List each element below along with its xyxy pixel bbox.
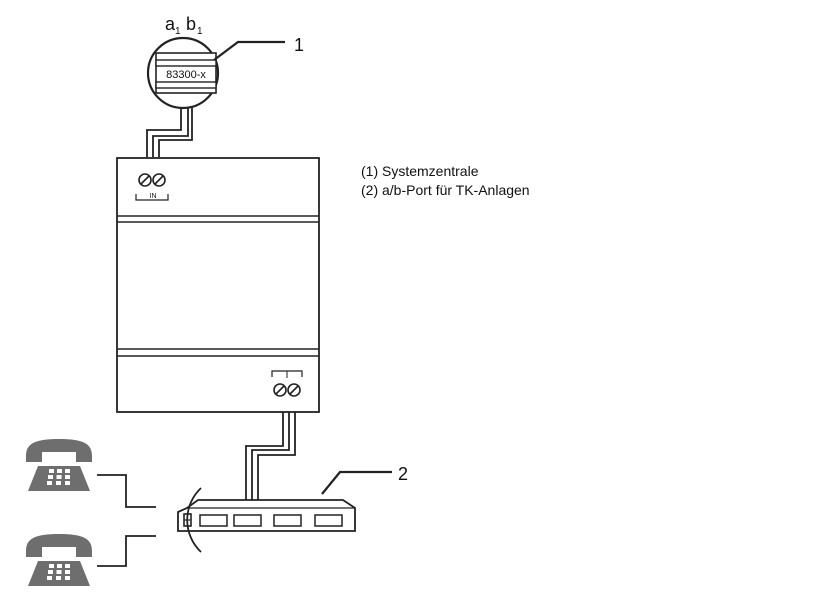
port-socket [233,514,262,527]
screw-terminal-icon [287,383,301,397]
terminal-b-label: b [186,14,196,34]
port-socket [199,514,228,527]
callout-label-2: 2 [398,464,408,484]
callout-line-2 [321,470,392,495]
input-terminals: IN [135,173,169,201]
legend-item-1: (1) Systemzentrale [361,163,479,179]
phone-wire-bottom [97,535,156,567]
terminal-b-subscript: 1 [197,26,203,37]
ab-port-device [177,499,356,532]
terminal-a-subscript: 1 [175,26,181,37]
screw-terminal-icon [152,173,166,187]
terminal-a-label: a [165,14,176,34]
wires-central-to-port [245,412,296,500]
port-socket [273,514,302,527]
legend-item-2: (2) a/b-Port für TK-Anlagen [361,182,530,198]
wires-module-to-central [146,107,193,157]
central-unit-housing [116,157,320,413]
legend: (1) Systemzentrale (2) a/b-Port für TK-A… [361,162,530,200]
telephone-icon [26,439,92,491]
telephone-icon [26,534,92,586]
port-socket [314,514,343,527]
module-display-text: 83300-x [166,69,206,81]
callout-label-1: 1 [294,35,304,55]
screw-terminal-icon [138,173,152,187]
callout-line-1 [213,40,285,61]
screw-terminal-icon [273,383,287,397]
connection-arc [186,487,202,553]
phone-wire-top [97,474,156,508]
bus-module: 83300-x [146,36,220,110]
output-terminals [271,370,303,397]
input-label: IN [150,193,157,200]
central-unit: IN [116,157,320,413]
